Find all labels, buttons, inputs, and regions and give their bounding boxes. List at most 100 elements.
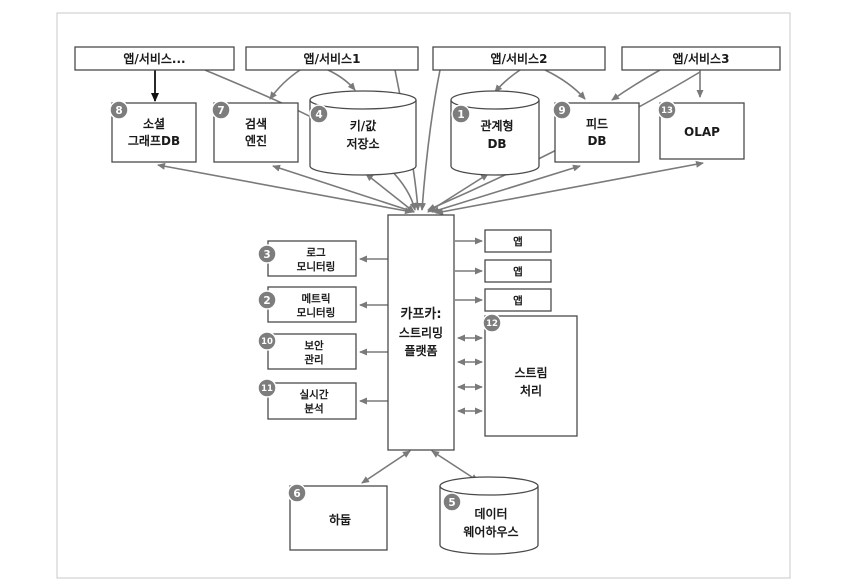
diagram-frame [56,12,791,579]
log-monitoring: 로그 모니터링 3 [257,240,357,277]
social-graph-db-line2: 그래프DB [128,133,180,148]
search-engine-line2: 엔진 [245,133,267,148]
arrow-src1-to-kv [327,69,356,91]
data-warehouse-badge-number: 5 [448,497,455,509]
arrow-src3-to-feed [611,69,661,101]
metric-monitoring: 메트릭 모니터링 2 [257,286,357,323]
source-app-2-label: 앱/서비스2 [491,51,548,66]
kv-store-badge-number: 4 [315,109,322,121]
realtime-analytics-line2: 분석 [304,402,323,415]
kv-store-badge [309,104,329,124]
olap-badge [657,100,677,120]
search-engine-badge-number: 7 [217,105,224,117]
security-management: 보안 관리 10 [257,331,357,370]
metric-monitoring-line1: 메트릭 [302,292,331,305]
feed-db: 피드 DB 9 [552,100,640,163]
olap-badge-number: 13 [661,106,673,116]
arrow-kv-kafka [365,173,415,213]
social-graph-db: 소셜 그래프DB 8 [109,100,197,163]
feed-db-badge-number: 9 [558,105,565,117]
app-box-2: 앱 [484,259,552,283]
hadoop-badge [287,483,307,503]
search-engine-badge [211,100,231,120]
realtime-analytics: 실시간 분석 11 [257,378,357,420]
feed-db-line2: DB [587,134,606,148]
data-warehouse-line1: 데이터 [474,506,507,521]
source-app-3: 앱/서비스3 [621,46,781,71]
feed-db-line1: 피드 [586,116,608,131]
app-box-3: 앱 [484,288,552,312]
social-graph-db-badge-number: 8 [115,105,122,117]
source-app-3-label: 앱/서비스3 [673,51,730,66]
arrow-olap-kafka [435,160,704,216]
arrow-rdb-kafka [427,173,489,213]
right-apps: 앱 앱 앱 [484,229,552,312]
arrow-src1-to-search [269,69,301,100]
stream-processing-line1: 스트림 [514,366,547,380]
search-engine-line1: 검색 [245,116,267,131]
app-box-2-label: 앱 [513,266,523,278]
data-warehouse-line2: 웨어하우스 [463,524,518,539]
source-app-etc: 앱/서비스... [74,46,235,71]
log-monitoring-badge-number: 3 [263,249,270,261]
source-boxes: 앱/서비스... 앱/서비스1 앱/서비스2 앱/서비스3 [74,46,781,71]
arrow-src2-to-feed [544,69,586,100]
stream-processing-badge-number: 12 [486,319,498,329]
social-graph-db-line1: 소셜 [143,116,165,131]
arrow-kafka-hadoop [361,450,411,484]
stream-processing-badge [482,313,502,333]
source-app-2: 앱/서비스2 [432,46,606,71]
hadoop: 하둡 6 [287,483,388,551]
stream-processing: 스트림 처리 12 [482,313,578,437]
metric-monitoring-badge [257,290,277,310]
log-monitoring-line1: 로그 [306,247,326,259]
kafka-line1: 카프카: [400,307,441,322]
log-monitoring-line2: 모니터링 [297,260,336,273]
olap-label: OLAP [684,125,720,139]
app-box-1: 앱 [484,229,552,253]
relational-db-badge [451,104,471,124]
realtime-analytics-badge [257,378,277,398]
arrow-kafka-dw [431,450,479,482]
kv-store-line1: 키/값 [350,118,376,133]
store-row: 소셜 그래프DB 8 검색 엔진 7 키/값 저장소 4 관계형 DB [109,90,745,176]
hadoop-badge-number: 6 [293,488,300,500]
realtime-analytics-badge-number: 11 [261,384,273,394]
kafka-line3: 플랫폼 [404,343,437,358]
app-box-3-label: 앱 [513,295,523,307]
data-warehouse-badge [442,492,462,512]
kv-store-line2: 저장소 [346,136,379,151]
arrow-src2-to-rdb [494,69,521,93]
source-app-etc-label: 앱/서비스... [123,51,185,66]
arrow-src2-to-kafka [419,69,441,211]
realtime-analytics-line1: 실시간 [300,388,329,401]
kv-store: 키/값 저장소 4 [309,90,417,176]
metric-monitoring-badge-number: 2 [263,295,270,307]
data-warehouse: 데이터 웨어하우스 5 [439,476,539,555]
source-app-1-label: 앱/서비스1 [304,51,361,66]
left-consumers: 로그 모니터링 3 메트릭 모니터링 2 보안 관리 10 실시간 분석 11 [257,240,357,420]
flow-arrows [151,69,704,484]
security-management-badge [257,331,277,351]
stream-processing-line2: 처리 [520,383,542,398]
kafka-line2: 스트리밍 [399,325,443,340]
hadoop-label: 하둡 [329,512,351,527]
relational-db-line1: 관계형 [480,118,513,133]
security-management-badge-number: 10 [261,337,273,347]
relational-db: 관계형 DB 1 [450,90,540,176]
log-monitoring-badge [257,244,277,264]
search-engine: 검색 엔진 7 [211,100,299,163]
security-management-line1: 보안 [304,339,324,352]
feed-db-badge [552,100,572,120]
source-app-1: 앱/서비스1 [245,46,419,71]
bottom-storage: 하둡 6 데이터 웨어하우스 5 [287,476,539,555]
relational-db-badge-number: 1 [457,109,464,121]
kafka-platform: 카프카: 스트리밍 플랫폼 [387,214,455,451]
olap: OLAP 13 [657,100,745,160]
relational-db-line2: DB [487,137,506,151]
metric-monitoring-line2: 모니터링 [297,306,336,319]
security-management-line2: 관리 [304,353,323,366]
social-graph-db-badge [109,100,129,120]
app-box-1-label: 앱 [513,236,523,248]
